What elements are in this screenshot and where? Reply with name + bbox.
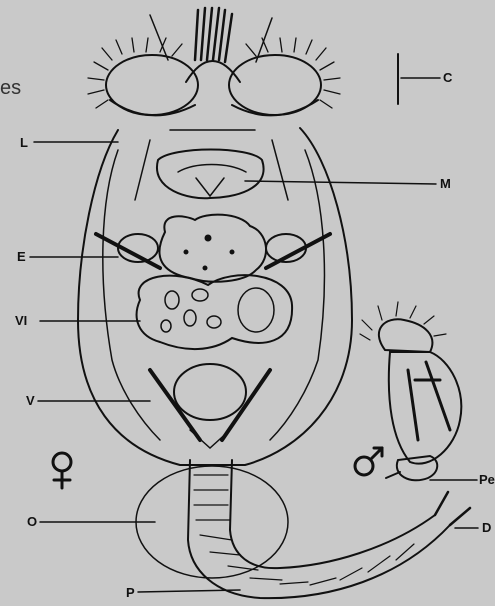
male-symbol-drawing bbox=[355, 448, 382, 475]
label-V: V bbox=[26, 394, 35, 407]
gastric-glands bbox=[96, 234, 330, 268]
foot bbox=[188, 460, 470, 598]
leader-lines bbox=[30, 142, 478, 592]
vitellarium bbox=[137, 275, 292, 349]
fragment-text: es bbox=[0, 78, 21, 98]
label-Pe: Pe bbox=[479, 473, 495, 486]
label-D: D bbox=[482, 521, 491, 534]
label-E: E bbox=[17, 250, 26, 263]
corona bbox=[88, 8, 340, 115]
label-M: M bbox=[440, 177, 451, 190]
egg bbox=[136, 466, 288, 578]
mastax bbox=[135, 130, 288, 200]
label-L: L bbox=[20, 136, 28, 149]
female-symbol-drawing bbox=[53, 453, 71, 488]
scale-bar bbox=[398, 54, 440, 104]
label-P: P bbox=[126, 586, 135, 599]
label-C: C bbox=[443, 71, 452, 84]
stomach bbox=[159, 215, 266, 282]
female-rotifer bbox=[78, 8, 470, 598]
label-VI: VI bbox=[15, 314, 27, 327]
label-O: O bbox=[27, 515, 37, 528]
bladder bbox=[150, 364, 270, 448]
